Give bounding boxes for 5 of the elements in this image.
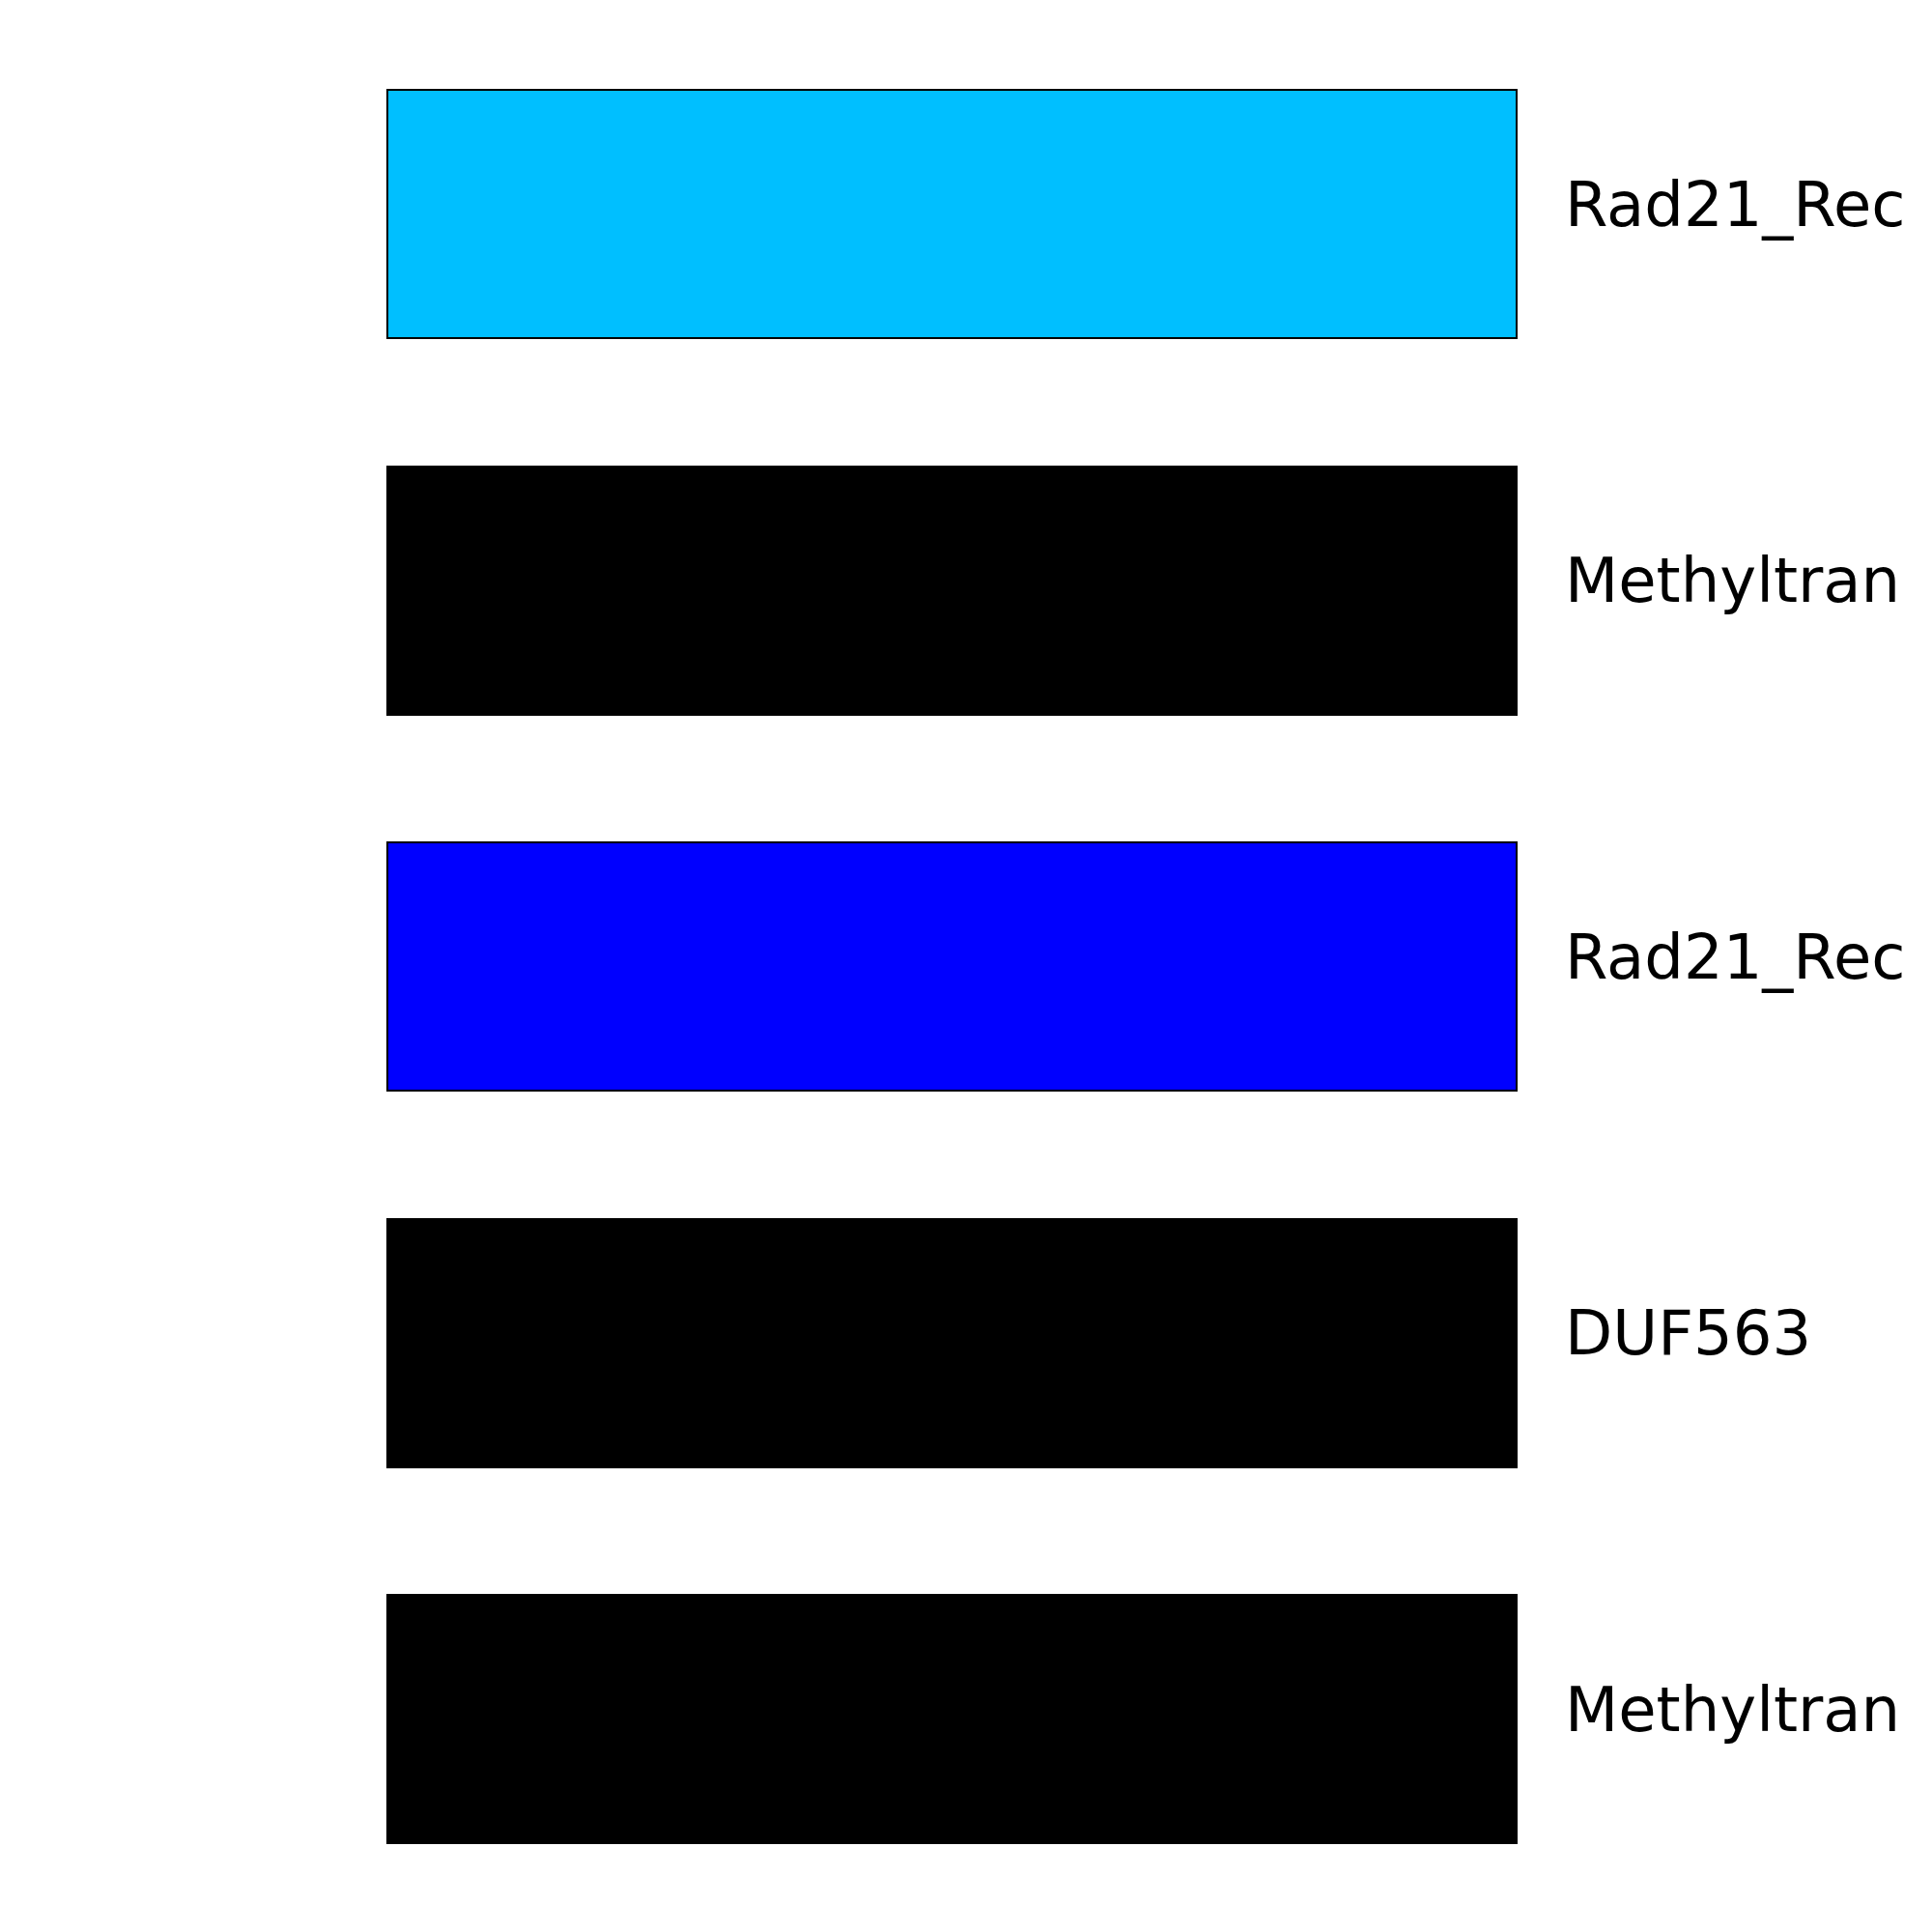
- legend-label: Rad21_Rec: [1565, 920, 1906, 994]
- legend-label: Methyltran: [1565, 544, 1901, 617]
- legend-label: Rad21_Rec: [1565, 167, 1906, 242]
- legend-label: Methyltran: [1565, 1672, 1901, 1747]
- legend-label: DUF563: [1565, 1296, 1812, 1370]
